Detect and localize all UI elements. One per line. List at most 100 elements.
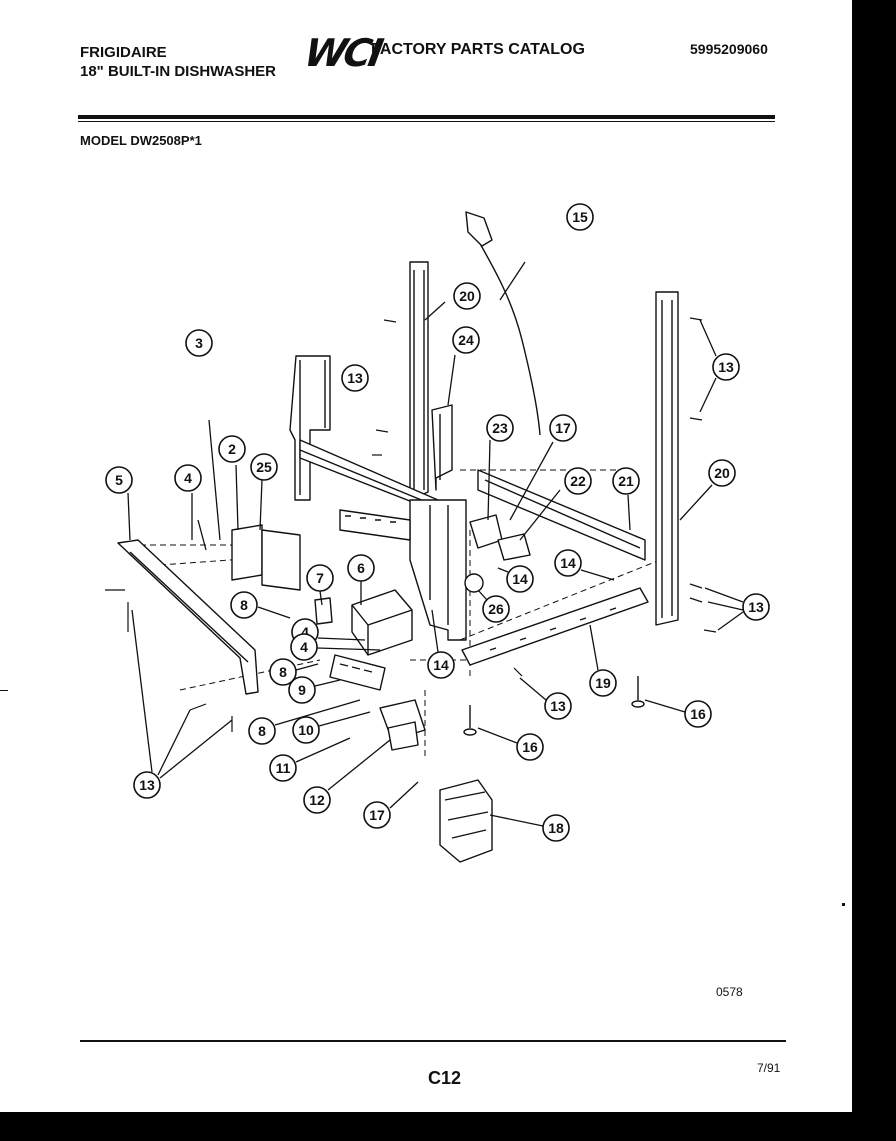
leader-line — [487, 439, 491, 521]
callout-balloon — [303, 786, 331, 814]
callout-balloon — [708, 459, 736, 487]
callout-number: 26 — [488, 601, 504, 617]
leader-line — [519, 489, 561, 541]
callout-balloon — [292, 716, 320, 744]
footer-rule — [80, 1040, 786, 1042]
callout-15: 15 — [566, 203, 594, 231]
leader-line — [131, 609, 153, 773]
leader-line — [644, 699, 686, 713]
callout-number: 9 — [298, 682, 306, 698]
callout-number: 8 — [279, 664, 287, 680]
callout-number: 24 — [458, 332, 474, 348]
callout-25: 25 — [250, 453, 278, 481]
leader-line — [627, 494, 631, 531]
callout-16: 16 — [516, 733, 544, 761]
callout-number: 21 — [618, 473, 634, 489]
callout-number: 19 — [595, 675, 611, 691]
callout-11: 11 — [269, 754, 297, 782]
callout-balloon — [742, 593, 770, 621]
callout-number: 20 — [459, 288, 475, 304]
callout-balloon — [290, 633, 318, 661]
callout-20: 20 — [708, 459, 736, 487]
callout-balloon — [230, 591, 258, 619]
callout-number: 20 — [714, 465, 730, 481]
leader-line — [317, 637, 366, 641]
leader-line — [717, 611, 744, 631]
left-upright-rail — [409, 261, 429, 501]
callout-number: 14 — [512, 571, 528, 587]
leader-line — [197, 519, 207, 551]
stray-dot — [842, 903, 845, 906]
callout-number: 10 — [298, 722, 314, 738]
drawing-code: 0578 — [716, 985, 743, 999]
leader-line — [704, 587, 744, 603]
callout-22: 22 — [564, 467, 592, 495]
revision-date: 7/91 — [757, 1061, 781, 1075]
callout-balloon — [306, 564, 334, 592]
grommet-26 — [464, 573, 484, 593]
callout-balloon — [612, 467, 640, 495]
clip-7 — [314, 597, 333, 625]
product-name: 18" BUILT-IN DISHWASHER — [80, 63, 277, 80]
callout-13: 13 — [133, 771, 161, 799]
callout-balloon — [133, 771, 161, 799]
plate-25 — [261, 529, 301, 591]
callout-8: 8 — [269, 658, 297, 686]
center-post — [409, 499, 467, 641]
leader-line — [499, 261, 526, 301]
leader-line — [699, 319, 717, 357]
callout-number: 13 — [550, 698, 566, 714]
callout-14: 14 — [506, 565, 534, 593]
leader-line — [257, 606, 291, 619]
callout-13: 13 — [341, 364, 369, 392]
leader-line — [295, 663, 319, 671]
leader-line — [699, 377, 717, 413]
callout-number: 4 — [184, 470, 192, 486]
callout-26: 26 — [482, 595, 510, 623]
leader-line — [259, 479, 263, 531]
callout-4: 4 — [290, 633, 318, 661]
callout-balloon — [589, 669, 617, 697]
leader-line — [580, 569, 615, 581]
callout-20: 20 — [453, 282, 481, 310]
callout-12: 12 — [303, 786, 331, 814]
callout-4: 4 — [174, 464, 202, 492]
left-rail-5 — [117, 539, 259, 695]
callout-balloon — [542, 814, 570, 842]
callout-number: 14 — [560, 555, 576, 571]
leader-line — [295, 737, 351, 763]
callout-number: 13 — [748, 599, 764, 615]
callout-9: 9 — [288, 676, 316, 704]
callout-balloon — [566, 203, 594, 231]
callout-number: 18 — [548, 820, 564, 836]
exploded-parts-diagram: 1520313242542523172221207684141326148914… — [105, 203, 770, 863]
callout-balloon — [185, 329, 213, 357]
leader-line — [327, 739, 391, 791]
callout-number: 13 — [347, 370, 363, 386]
callout-number: 14 — [433, 657, 449, 673]
callout-8: 8 — [230, 591, 258, 619]
callout-number: 3 — [195, 335, 203, 351]
callout-17: 17 — [549, 414, 577, 442]
callout-13: 13 — [544, 692, 572, 720]
callout-2: 2 — [218, 435, 246, 463]
callout-number: 4 — [301, 624, 309, 640]
leader-line — [707, 601, 744, 611]
callout-number: 8 — [258, 723, 266, 739]
callout-5: 5 — [105, 466, 133, 494]
header-rule-thick — [78, 115, 775, 119]
callout-6: 6 — [347, 554, 375, 582]
switch-11 — [387, 721, 419, 751]
page-code: C12 — [428, 1068, 462, 1088]
callout-balloon — [269, 754, 297, 782]
callout-balloon — [554, 549, 582, 577]
callout-number: 13 — [718, 359, 734, 375]
callout-number: 4 — [300, 639, 308, 655]
leader-line — [235, 464, 239, 531]
callout-balloon — [288, 676, 316, 704]
leader-line — [431, 609, 439, 653]
callout-16: 16 — [684, 700, 712, 728]
callout-number: 6 — [357, 560, 365, 576]
leader-line — [477, 589, 488, 601]
callout-balloon — [248, 717, 276, 745]
